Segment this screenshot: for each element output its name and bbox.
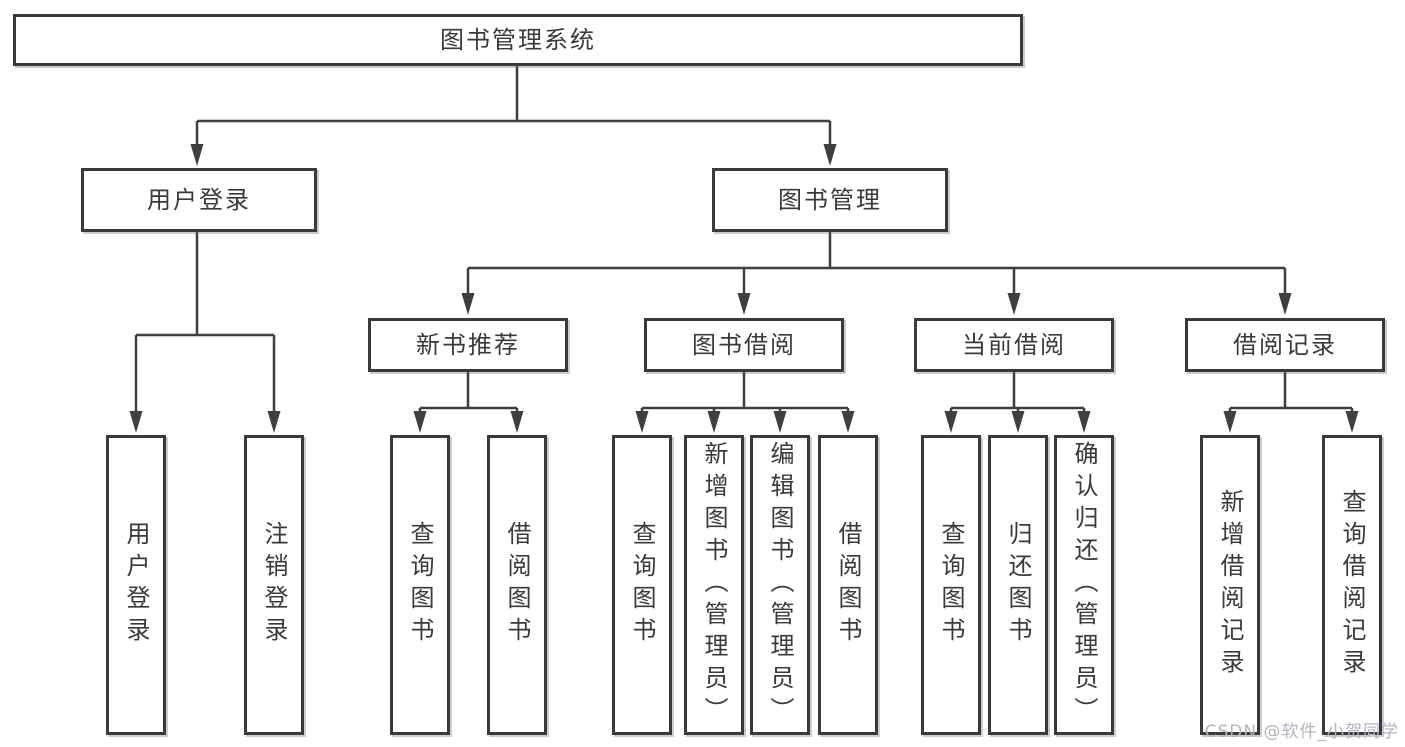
node-label: 确认归还（管理员）: [1070, 441, 1098, 729]
node-label: 图书借阅: [692, 331, 796, 359]
leaf-query-borrow-record: 查询借阅记录: [1322, 435, 1382, 735]
node-borrowing-records: 借阅记录: [1185, 318, 1385, 372]
node-label: 借阅图书: [503, 521, 531, 649]
node-label: 新增借阅记录: [1216, 489, 1244, 681]
node-new-book-recommendation: 新书推荐: [368, 318, 568, 372]
leaf-add-book-admin: 新增图书（管理员）: [684, 435, 744, 735]
leaf-confirm-return-admin: 确认归还（管理员）: [1054, 435, 1114, 735]
leaf-borrow-books-recommend: 借阅图书: [487, 435, 547, 735]
node-book-borrowing: 图书借阅: [644, 318, 844, 372]
node-current-borrowing: 当前借阅: [914, 318, 1114, 372]
node-label: 查询图书: [406, 521, 434, 649]
node-label: 图书管理系统: [440, 26, 596, 54]
leaf-edit-book-admin: 编辑图书（管理员）: [750, 435, 810, 735]
node-book-management: 图书管理: [712, 168, 948, 232]
node-label: 新增图书（管理员）: [700, 441, 728, 729]
leaf-add-borrow-record: 新增借阅记录: [1200, 435, 1260, 735]
node-label: 用户登录: [122, 521, 150, 649]
node-label: 归还图书: [1004, 521, 1032, 649]
node-label: 查询借阅记录: [1338, 489, 1366, 681]
node-label: 注销登录: [260, 521, 288, 649]
node-label: 查询图书: [628, 521, 656, 649]
node-user-login: 用户登录: [81, 168, 317, 232]
node-label: 编辑图书（管理员）: [766, 441, 794, 729]
node-label: 用户登录: [147, 186, 251, 214]
leaf-user-login: 用户登录: [106, 435, 166, 735]
node-label: 图书管理: [778, 186, 882, 214]
csdn-watermark: CSDN @软件_小贺同学: [1204, 722, 1399, 742]
leaf-logout: 注销登录: [244, 435, 304, 735]
leaf-query-books-recommend: 查询图书: [390, 435, 450, 735]
leaf-query-books-borrowing: 查询图书: [612, 435, 672, 735]
leaf-query-books-current: 查询图书: [921, 435, 981, 735]
leaf-borrow-books-borrowing: 借阅图书: [818, 435, 878, 735]
node-label: 借阅图书: [834, 521, 862, 649]
node-label: 查询图书: [937, 521, 965, 649]
node-label: 借阅记录: [1233, 331, 1337, 359]
leaf-return-books: 归还图书: [988, 435, 1048, 735]
node-label: 当前借阅: [962, 331, 1066, 359]
node-label: 新书推荐: [416, 331, 520, 359]
node-library-management-system: 图书管理系统: [13, 14, 1023, 66]
